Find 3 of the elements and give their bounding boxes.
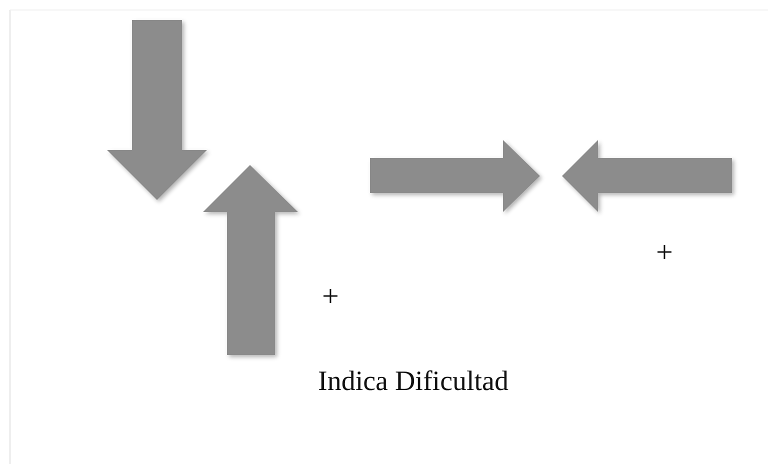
caption-text: Indica Dificultad bbox=[318, 366, 508, 398]
plus-sign: + bbox=[656, 236, 673, 270]
plus-sign: + bbox=[322, 280, 339, 314]
